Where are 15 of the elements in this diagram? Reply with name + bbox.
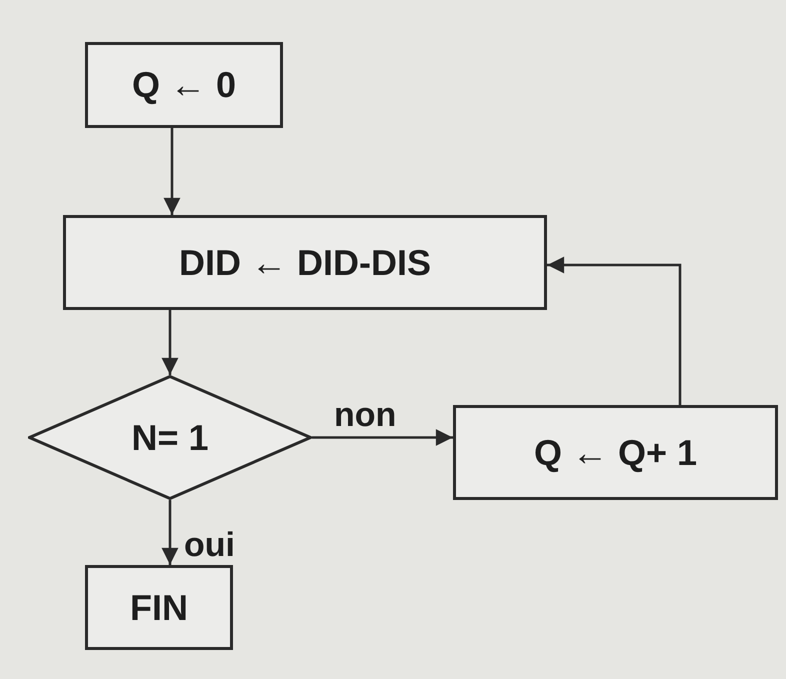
node-text: DID ← DID-DIS [179,242,431,284]
node-text: Q ← Q+ 1 [534,432,698,474]
arrow [162,310,178,375]
arrow [162,500,178,565]
node-text: N= 1 [131,416,209,458]
arrow [312,429,453,446]
process-box [453,405,778,500]
decision-diamond [28,375,312,500]
node-text: Q ← 0 [132,64,236,106]
process-box [63,215,547,310]
node-text: FIN [130,586,188,628]
arrow [164,128,180,215]
process-box [85,42,283,128]
arrow [547,256,682,405]
process-box [85,565,233,650]
